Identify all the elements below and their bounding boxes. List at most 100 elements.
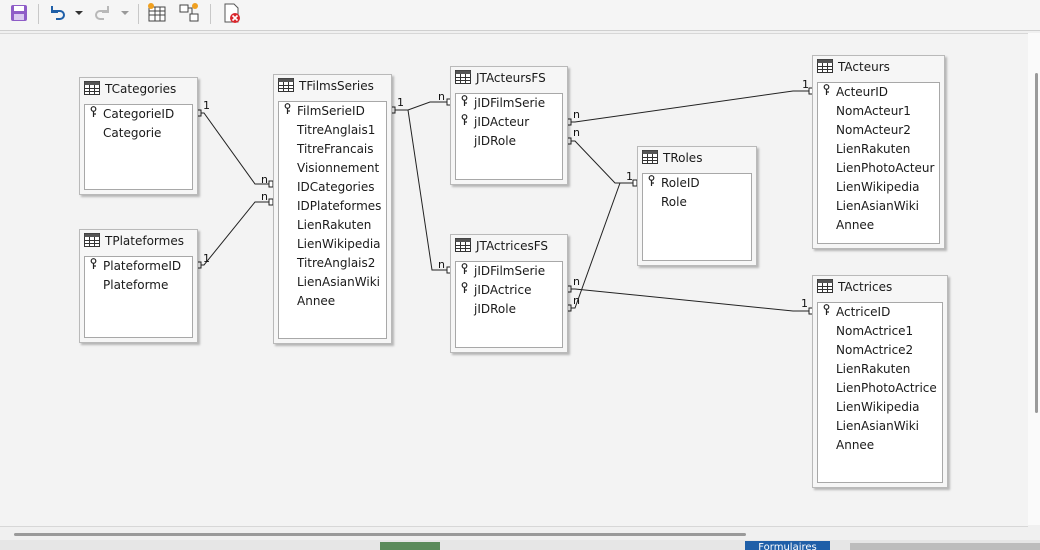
toolbar-separator [38,4,39,24]
field-item[interactable]: TitreFrancais [279,140,386,159]
field-item[interactable]: CategorieID [85,105,192,124]
field-list[interactable]: jIDFilmSerie jIDActeur jIDRole [455,93,563,180]
table-title-bar[interactable]: TRoles [638,147,756,169]
field-name: NomActrice1 [836,324,914,338]
undo-button[interactable] [44,2,70,26]
add-tables-button[interactable] [144,2,170,26]
field-name: Plateforme [103,278,169,292]
field-item[interactable]: Annee [818,436,942,455]
field-item[interactable]: ActriceID [818,303,942,322]
field-item[interactable]: LienRakuten [818,140,939,159]
field-item[interactable]: FilmSerieID [279,102,386,121]
field-item[interactable]: Role [643,193,751,212]
field-item[interactable]: NomActrice1 [818,322,942,341]
table-title-bar[interactable]: TCategories [80,78,197,100]
field-item[interactable]: PlateformeID [85,257,192,276]
field-item[interactable]: NomActeur1 [818,102,939,121]
field-item[interactable]: LienWikipedia [279,235,386,254]
vertical-scrollbar[interactable] [1028,33,1040,525]
field-item[interactable]: jIDRole [456,300,562,319]
table-title-bar[interactable]: JTActricesFS [451,235,567,257]
field-list[interactable]: PlateformeID Plateforme [84,256,193,338]
delete-button[interactable] [218,2,244,26]
table-title-bar[interactable]: JTActeursFS [451,67,567,89]
field-name: LienAsianWiki [836,199,919,213]
field-item[interactable]: LienAsianWiki [279,273,386,292]
field-item[interactable]: Annee [818,216,939,235]
table-title-bar[interactable]: TActrices [813,276,947,298]
field-name: NomActrice2 [836,343,914,357]
field-item[interactable]: Plateforme [85,276,192,295]
table-icon [278,77,294,95]
horizontal-scrollbar-thumb[interactable] [14,533,746,536]
field-item[interactable]: LienPhotoActeur [818,159,939,178]
table-title-bar[interactable]: TFilmsSeries [274,75,391,97]
table-icon [84,80,100,98]
bottom-strip-gray [850,543,1040,550]
field-item[interactable]: LienWikipedia [818,178,939,197]
field-item[interactable]: IDPlateformes [279,197,386,216]
field-item[interactable]: jIDFilmSerie [456,94,562,113]
primary-key-icon [822,83,831,102]
field-item[interactable]: LienPhotoActrice [818,379,942,398]
field-item[interactable]: jIDActeur [456,113,562,132]
undo-dropdown[interactable] [72,2,86,26]
save-button[interactable] [6,2,32,26]
primary-key-icon [822,303,831,322]
field-name: LienWikipedia [836,400,920,414]
field-name: PlateformeID [103,259,182,273]
field-name: IDPlateformes [297,199,382,213]
field-name: ActriceID [836,305,891,319]
field-name: LienAsianWiki [297,275,380,289]
table-name: JTActeursFS [476,71,546,85]
table-title-bar[interactable]: TPlateformes [80,230,197,252]
redo-dropdown[interactable] [118,2,132,26]
field-item[interactable]: IDCategories [279,178,386,197]
primary-key-icon [283,102,292,121]
table-title-bar[interactable]: TActeurs [813,56,944,78]
field-item[interactable]: jIDRole [456,132,562,151]
field-item[interactable]: LienRakuten [279,216,386,235]
field-item[interactable]: NomActeur2 [818,121,939,140]
field-item[interactable]: LienAsianWiki [818,417,942,436]
field-name: IDCategories [297,180,375,194]
field-item[interactable]: Categorie [85,124,192,143]
new-relation-button[interactable] [176,2,202,26]
undo-icon [47,3,67,26]
vertical-scrollbar-thumb[interactable] [1035,73,1038,413]
field-item[interactable]: ActeurID [818,83,939,102]
field-item[interactable]: TitreAnglais1 [279,121,386,140]
field-item[interactable]: jIDActrice [456,281,562,300]
primary-key-icon [647,174,656,193]
field-item[interactable]: Visionnement [279,159,386,178]
table-name: TFilmsSeries [299,79,374,93]
field-item[interactable]: TitreAnglais2 [279,254,386,273]
forms-tab[interactable]: Formulaires [745,541,830,550]
field-name: jIDActeur [474,115,530,129]
field-item[interactable]: LienWikipedia [818,398,942,417]
table-window-jtacteursfs[interactable]: JTActeursFS jIDFilmSerie jIDActeur jIDRole [450,66,568,185]
field-item[interactable]: RoleID [643,174,751,193]
field-item[interactable]: LienRakuten [818,360,942,379]
field-item[interactable]: NomActrice2 [818,341,942,360]
field-name: LienAsianWiki [836,419,919,433]
field-name: jIDFilmSerie [474,96,546,110]
field-item[interactable]: LienAsianWiki [818,197,939,216]
field-item[interactable]: jIDFilmSerie [456,262,562,281]
field-item[interactable]: Annee [279,292,386,311]
field-name: TitreAnglais2 [297,256,376,270]
redo-button[interactable] [90,2,116,26]
